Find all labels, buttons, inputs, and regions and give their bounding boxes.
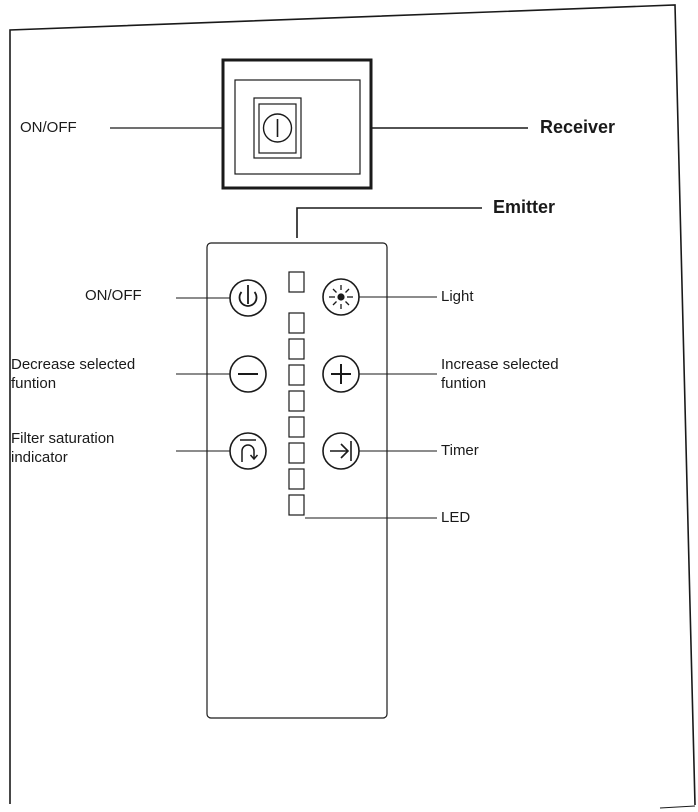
decrease-button[interactable] [229,355,267,393]
led-indicator [288,338,305,360]
timer-button[interactable] [322,432,360,470]
led-label: LED [441,509,471,526]
page-frame-corner [659,805,696,809]
led-indicator [288,494,305,516]
timer-icon [330,441,352,461]
filter-label-line2: indicator [11,449,68,466]
receiver-onoff-label: ON/OFF [20,119,77,136]
timer-label: Timer [441,442,479,459]
decrease-label-line2: funtion [11,375,57,392]
emitter-title: Emitter [493,197,556,217]
increase-label-line1: Increase selected [441,356,559,373]
light-icon [329,285,353,309]
filter-label-line1: Filter saturation [11,430,115,447]
filter-reset-icon [240,439,259,462]
led-indicator [288,416,305,438]
led-indicator [288,442,305,464]
led-top [288,271,305,293]
onoff-label: ON/OFF [85,287,142,304]
increase-button[interactable] [322,355,360,393]
increase-label-line2: funtion [441,375,487,392]
led-column [288,312,305,516]
led-indicator [288,312,305,334]
led-indicator [288,468,305,490]
decrease-label-line1: Decrease selected [11,356,136,373]
receiver-title: Receiver [540,117,616,137]
page-frame [9,4,696,806]
led-indicator [288,364,305,386]
power-button[interactable] [229,279,267,317]
receiver-power-switch [253,97,302,159]
light-label: Light [441,288,474,305]
plus-icon [331,364,351,384]
light-button[interactable] [322,278,360,316]
filter-button[interactable] [229,432,267,470]
power-icon [238,285,258,307]
emitter-leader [296,207,482,238]
led-indicator [288,390,305,412]
